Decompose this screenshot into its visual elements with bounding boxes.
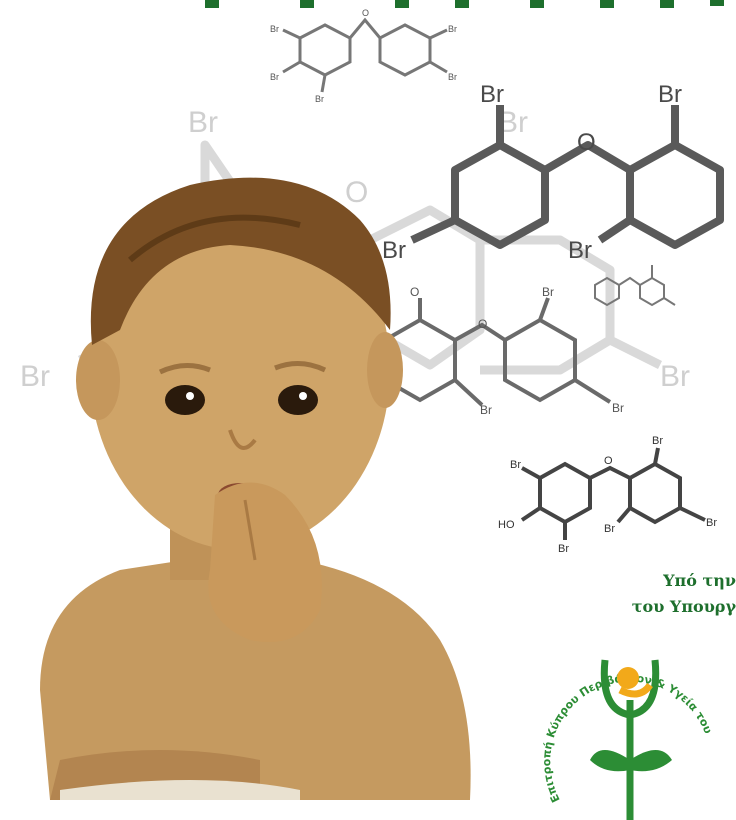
- large-dark-molecule: [410, 105, 724, 249]
- svg-text:O: O: [362, 8, 369, 18]
- top-heading-fragment: [205, 0, 724, 8]
- svg-text:Br: Br: [480, 403, 492, 417]
- svg-text:Br: Br: [480, 81, 504, 108]
- caption-line-1: Υπό την: [663, 571, 736, 590]
- svg-text:Br: Br: [542, 285, 554, 299]
- svg-text:Br: Br: [612, 401, 624, 415]
- svg-text:Br: Br: [604, 523, 615, 535]
- organization-logo: Επιτροπή Κύπρου Περιβάλλον & Υγεία του: [538, 643, 722, 820]
- lower-molecule-labels: Br HO Br O Br Br Br: [498, 435, 717, 555]
- svg-text:Br: Br: [270, 72, 279, 82]
- svg-text:Br: Br: [568, 237, 592, 264]
- svg-text:Br: Br: [448, 24, 457, 34]
- svg-text:O: O: [577, 129, 596, 156]
- svg-text:Br: Br: [510, 459, 521, 471]
- svg-text:Br: Br: [315, 94, 324, 104]
- lower-molecule: [520, 447, 706, 540]
- small-top-molecule-labels: O Br Br Br Br Br: [270, 8, 457, 104]
- svg-text:Br: Br: [658, 81, 682, 108]
- svg-text:Br: Br: [270, 24, 279, 34]
- svg-text:O: O: [478, 317, 487, 331]
- svg-text:Br: Br: [558, 543, 569, 555]
- svg-text:Br: Br: [652, 435, 663, 447]
- bg-br-label: Br: [660, 360, 690, 393]
- small-top-molecule: [282, 17, 448, 93]
- bg-br-label: Br: [188, 106, 218, 139]
- svg-text:O: O: [410, 285, 419, 299]
- svg-text:O: O: [604, 455, 613, 467]
- svg-text:Br: Br: [382, 237, 406, 264]
- caption-line-2: του Υπουργ: [631, 597, 736, 616]
- bg-br-label: Br: [20, 360, 50, 393]
- bg-o-label: O: [345, 176, 368, 209]
- sponsorship-caption: Υπό την του Υπουργ: [556, 568, 736, 620]
- svg-text:HO: HO: [498, 519, 515, 531]
- tiny-molecule: [594, 265, 676, 307]
- baby-photo: [40, 177, 471, 800]
- svg-text:Br: Br: [706, 517, 717, 529]
- svg-text:Br: Br: [448, 72, 457, 82]
- large-dark-molecule-labels: Br Br O Br Br: [382, 81, 682, 264]
